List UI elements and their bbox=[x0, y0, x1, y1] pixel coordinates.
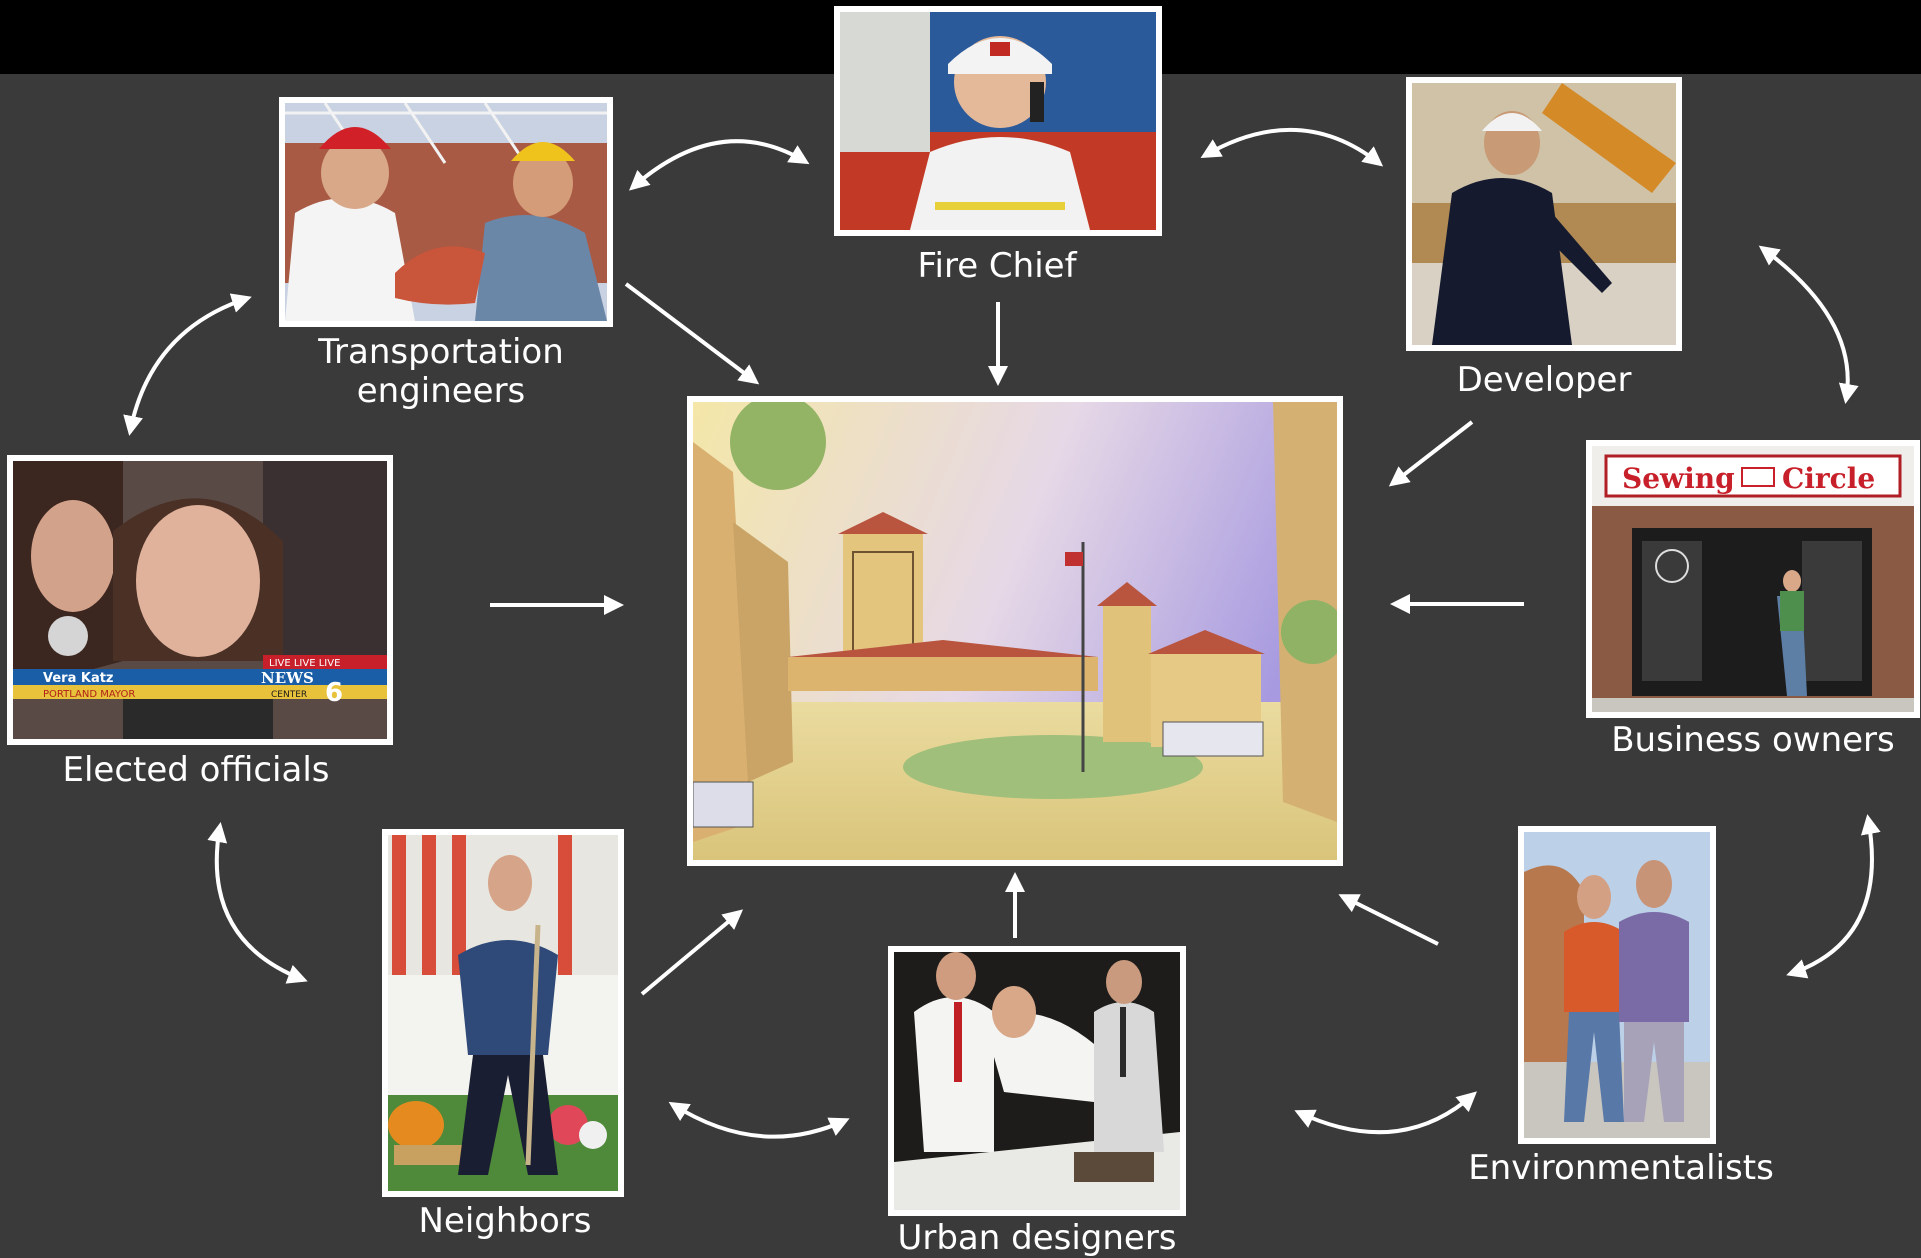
transportation-engineers-label-line1: Transportation bbox=[318, 332, 564, 372]
arrow-developer-business bbox=[1758, 245, 1859, 404]
arrow-transport-center bbox=[624, 282, 760, 385]
neighbors-photo bbox=[382, 829, 624, 1197]
transportation-engineers-photo bbox=[279, 97, 613, 327]
arrow-neighbors-elected bbox=[207, 822, 308, 984]
developer-photo bbox=[1406, 77, 1682, 351]
arrow-developer-center bbox=[1388, 420, 1474, 487]
news-name-text: Vera Katz bbox=[43, 671, 114, 686]
developer-label: Developer bbox=[1456, 360, 1632, 400]
arrow-firechief-developer bbox=[1200, 127, 1384, 167]
fire-chief-label: Fire Chief bbox=[917, 246, 1077, 286]
storefront-sign-right: Circle bbox=[1782, 462, 1875, 495]
arrow-environment-center bbox=[1338, 894, 1439, 946]
arrow-urban-neighbors bbox=[668, 1101, 850, 1139]
environmentalists-label: Environmentalists bbox=[1468, 1148, 1774, 1188]
news-number-text: 6 bbox=[325, 678, 343, 708]
business-owners-photo: Sewing Circle bbox=[1586, 440, 1920, 718]
arrow-transport-firechief bbox=[629, 139, 810, 191]
urban-designers-photo bbox=[888, 946, 1186, 1216]
news-brand-text: NEWS bbox=[261, 669, 314, 687]
neighbors-label: Neighbors bbox=[418, 1201, 592, 1241]
arrow-environment-urban bbox=[1294, 1091, 1477, 1135]
news-live-text: LIVE LIVE LIVE bbox=[269, 658, 340, 669]
urban-designers-label: Urban designers bbox=[897, 1218, 1177, 1258]
elected-officials-photo: Vera Katz PORTLAND MAYOR LIVE LIVE LIVE … bbox=[7, 455, 393, 745]
news-title-text: PORTLAND MAYOR bbox=[43, 689, 135, 700]
transportation-engineers-label-line2: engineers bbox=[356, 371, 526, 411]
news-center-text: CENTER bbox=[271, 690, 307, 700]
storefront-sign-left: Sewing bbox=[1622, 462, 1735, 495]
town-square-rendering bbox=[687, 396, 1343, 866]
environmentalists-photo bbox=[1518, 826, 1716, 1144]
arrow-business-environment bbox=[1786, 814, 1881, 979]
fire-chief-photo bbox=[834, 6, 1162, 236]
arrow-neighbors-center bbox=[640, 909, 744, 996]
arrow-elected-transport bbox=[123, 293, 252, 436]
business-owners-label: Business owners bbox=[1611, 720, 1895, 760]
elected-officials-label: Elected officials bbox=[62, 750, 330, 790]
